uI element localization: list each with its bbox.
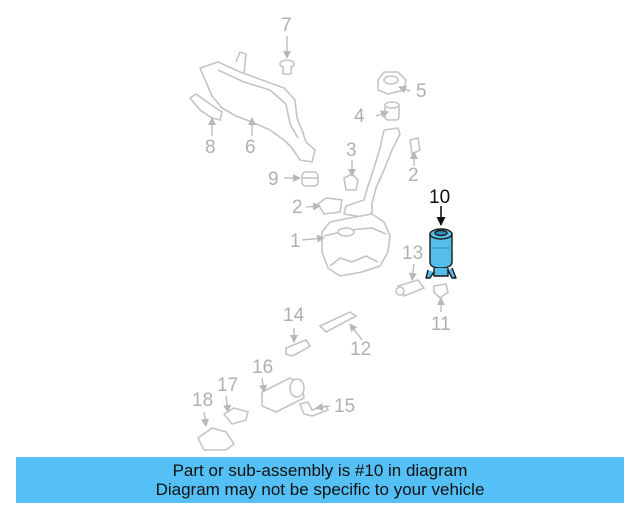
caption-line-1: Part or sub-assembly is #10 in diagram (172, 461, 468, 480)
callout-17: 17 (217, 375, 239, 396)
part-4-cap[interactable] (384, 101, 400, 121)
parts-diagram (188, 36, 457, 451)
callout-3: 3 (346, 140, 357, 161)
part-12-tube[interactable] (318, 311, 358, 333)
callout-7: 7 (281, 15, 292, 36)
callout-2-upper: 2 (408, 165, 419, 186)
callout-12: 12 (350, 339, 372, 360)
callout-1: 1 (290, 231, 301, 252)
part-2-clip-lower[interactable] (316, 197, 343, 215)
caption-banner: Part or sub-assembly is #10 in diagram D… (16, 457, 624, 503)
callout-13: 13 (402, 243, 424, 264)
callout-14: 14 (283, 305, 305, 326)
callout-2-lower: 2 (292, 197, 303, 218)
part-10-washer-pump[interactable] (425, 228, 457, 279)
part-16-pump[interactable] (261, 377, 305, 413)
callout-10: 10 (429, 187, 451, 208)
part-6-bracket[interactable] (199, 51, 316, 163)
part-8-bracket[interactable] (188, 93, 223, 121)
part-5-cap[interactable] (377, 71, 407, 95)
callout-16: 16 (252, 357, 274, 378)
part-9-grommet[interactable] (301, 171, 319, 187)
leader-lines (201, 36, 445, 427)
caption-line-2: Diagram may not be specific to your vehi… (155, 480, 485, 499)
part-14-clip[interactable] (285, 339, 312, 357)
callout-18: 18 (192, 390, 214, 411)
callout-6: 6 (245, 137, 256, 158)
callout-8: 8 (205, 137, 216, 158)
part-2-clip-upper[interactable] (409, 137, 421, 156)
part-3-clip[interactable] (343, 173, 359, 191)
callout-9: 9 (268, 169, 279, 190)
part-18-cover[interactable] (196, 427, 236, 451)
part-7-bolt[interactable] (279, 59, 295, 75)
callout-11: 11 (431, 314, 451, 335)
callout-4: 4 (354, 106, 365, 127)
part-1-reservoir[interactable] (321, 127, 401, 277)
callout-15: 15 (334, 396, 356, 417)
part-11-grommet[interactable] (433, 283, 449, 300)
part-13-connector[interactable] (395, 279, 426, 297)
part-15-hose[interactable] (298, 401, 330, 417)
callout-5: 5 (416, 81, 427, 102)
